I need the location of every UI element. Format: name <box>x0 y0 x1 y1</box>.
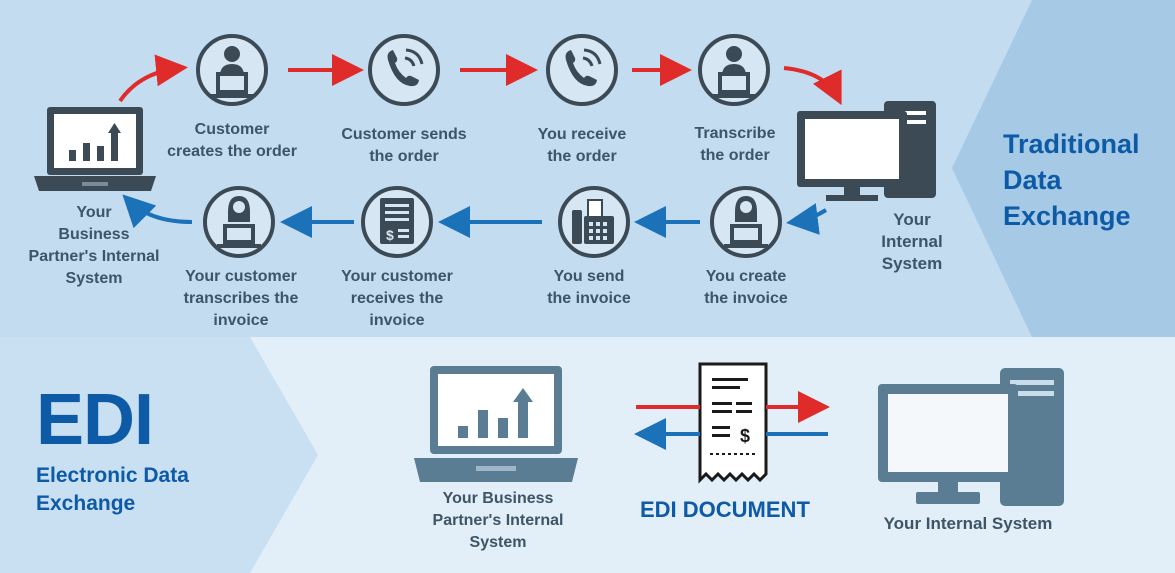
traditional-data-exchange-title: Traditional Data Exchange <box>1003 129 1140 231</box>
edi-title: EDI <box>36 380 154 460</box>
edi-partner-system-label: Your Business Partner's Internal System <box>432 490 564 551</box>
step-customer-sends-order-icon <box>368 34 440 106</box>
step-customer-receives-invoice-icon: $ <box>361 186 433 258</box>
edi-internal-system-label: Your Internal System <box>883 514 1053 533</box>
step-you-receive-order-icon <box>546 34 618 106</box>
svg-text:$: $ <box>740 426 750 446</box>
order-step-4-label: Transcribe the order <box>694 125 776 164</box>
step-you-send-invoice-icon <box>558 186 630 258</box>
bottom-title-panel <box>0 337 318 573</box>
partner-system-label: Your Business Partner's Internal System <box>28 204 160 287</box>
step-transcribe-order-icon <box>698 34 770 106</box>
edi-flow-arrows <box>634 391 830 450</box>
order-step-2-label: Customer sends the order <box>341 126 467 165</box>
invoice-step-4-label: Your customer transcribes the invoice <box>183 268 299 329</box>
invoice-step-2-label: You send the invoice <box>547 268 631 307</box>
edi-partner-laptop-icon <box>414 366 578 482</box>
edi-document-icon: $ <box>698 362 768 484</box>
invoice-flow-arrows <box>122 194 828 238</box>
edi-document-label: EDI DOCUMENT <box>640 497 810 522</box>
order-step-1-label: Customer creates the order <box>167 121 297 160</box>
internal-system-label: Your Internal System <box>881 210 943 273</box>
step-customer-creates-order-icon <box>196 34 268 106</box>
order-flow-arrows <box>118 54 842 106</box>
invoice-step-1-label: You create the invoice <box>704 268 788 307</box>
step-you-create-invoice-icon <box>710 186 782 258</box>
invoice-step-3-label: Your customer receives the invoice <box>341 268 453 329</box>
step-customer-transcribes-invoice-icon <box>203 186 275 258</box>
edi-subtitle: Electronic Data Exchange <box>36 464 189 515</box>
svg-text:$: $ <box>386 227 394 243</box>
edi-internal-desktop-icon <box>878 368 1064 506</box>
top-title-panel <box>952 0 1175 337</box>
order-step-3-label: You receive the order <box>537 126 627 165</box>
partner-laptop-icon <box>34 107 156 191</box>
internal-desktop-icon <box>797 101 936 201</box>
